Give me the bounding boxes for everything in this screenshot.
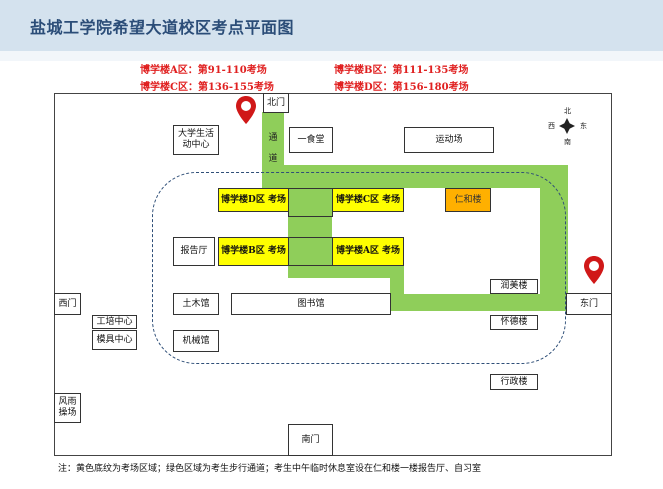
report-hall: 报告厅: [173, 237, 215, 266]
renhe-building: 仁和楼: [445, 188, 491, 212]
map-note: 注：黄色底纹为考场区域；绿色区域为考生步行通道；考生中午临时休息室设在仁和楼一楼…: [58, 464, 482, 474]
mold-center: 模具中心: [92, 330, 137, 350]
admin-building: 行政楼: [490, 374, 538, 390]
training-center: 工培中心: [92, 315, 137, 329]
walkway-top: [262, 165, 568, 188]
civil-hall: 土木馆: [173, 293, 219, 315]
location-pin-icon: [236, 96, 256, 124]
sports-field: 运动场: [404, 127, 494, 153]
south-gate: 南门: [288, 424, 333, 456]
info-c: 博学楼C区：第136-155考场: [140, 82, 274, 93]
header-bar: 盐城工学院希望大道校区考点平面图: [0, 0, 663, 51]
walkway-lower: [288, 265, 404, 278]
compass-arrows-icon: [559, 118, 575, 134]
compass-north: 北: [564, 107, 571, 115]
compass-east: 东: [580, 122, 587, 130]
activity-center: 大学生活动中心: [173, 125, 219, 155]
info-b: 博学楼B区：第111-135考场: [334, 65, 469, 76]
compass-south: 南: [564, 138, 571, 146]
runmei-building: 润美楼: [490, 279, 538, 294]
library: 图书馆: [231, 293, 391, 315]
west-gate: 西门: [54, 293, 81, 315]
canteen: 一食堂: [289, 127, 333, 153]
rain-field-label: 风雨操场: [58, 397, 77, 418]
walkway-center: [288, 188, 332, 278]
walkway-bottom: [390, 294, 568, 311]
compass-icon: 北 南 西 东: [547, 106, 587, 146]
header-strip: [0, 51, 663, 61]
east-gate: 东门: [566, 293, 612, 315]
info-d: 博学楼D区：第156-180考场: [334, 82, 469, 93]
north-gate: 北门: [263, 93, 289, 113]
location-pin-icon: [584, 256, 604, 284]
compass-west: 西: [548, 122, 555, 130]
exam-route-outline: [152, 172, 566, 364]
exam-building-d: 博学楼D区 考场: [218, 188, 289, 212]
exam-building-a: 博学楼A区 考场: [332, 237, 404, 266]
path-label-2: 道: [268, 154, 278, 164]
exam-building-b: 博学楼B区 考场: [218, 237, 289, 266]
exam-building-c: 博学楼C区 考场: [332, 188, 404, 212]
path-label-1: 通: [268, 133, 278, 143]
page-title: 盐城工学院希望大道校区考点平面图: [30, 18, 295, 37]
rain-field: 风雨操场: [54, 393, 81, 423]
info-a: 博学楼A区：第91-110考场: [140, 65, 267, 76]
activity-center-label: 大学生活动中心: [178, 129, 215, 150]
